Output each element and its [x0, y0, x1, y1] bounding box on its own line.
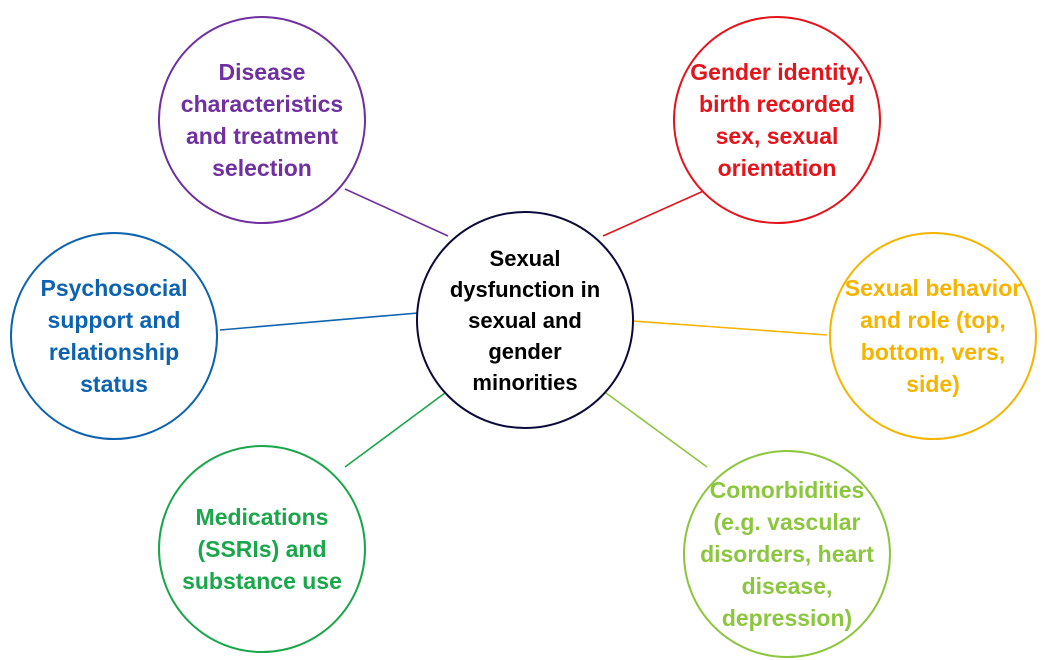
node-medications-circle — [158, 445, 366, 653]
node-medications-label: Medications (SSRIs) and substance use — [182, 504, 342, 594]
node-behavior-circle — [829, 232, 1037, 440]
node-gender-label: Gender identity, birth recorded sex, sex… — [690, 59, 864, 181]
node-comorbidities-label: Comorbidities (e.g. vascular disorders, … — [700, 477, 874, 631]
center-node-circle — [416, 211, 634, 429]
node-psychosocial-circle — [10, 232, 218, 440]
nodes — [10, 16, 1037, 658]
node-comorbidities-circle — [683, 450, 891, 658]
node-psychosocial-label: Psychosocial support and relationship st… — [40, 275, 188, 397]
node-disease-circle — [158, 16, 366, 224]
center-node-label: Sexual dysfunction in sexual and gender … — [449, 245, 601, 395]
connector-behavior — [632, 320, 828, 336]
node-gender-circle — [673, 16, 881, 224]
node-behavior-label: Sexual behavior and role (top, bottom, v… — [844, 275, 1022, 397]
connectors — [219, 188, 828, 468]
connector-disease — [344, 188, 449, 237]
node-disease-label: Disease characteristics and treatment se… — [180, 59, 344, 181]
connector-comorbidities — [601, 389, 708, 468]
connector-psychosocial — [219, 312, 419, 331]
connector-medications — [344, 389, 450, 468]
connector-gender — [602, 188, 709, 237]
